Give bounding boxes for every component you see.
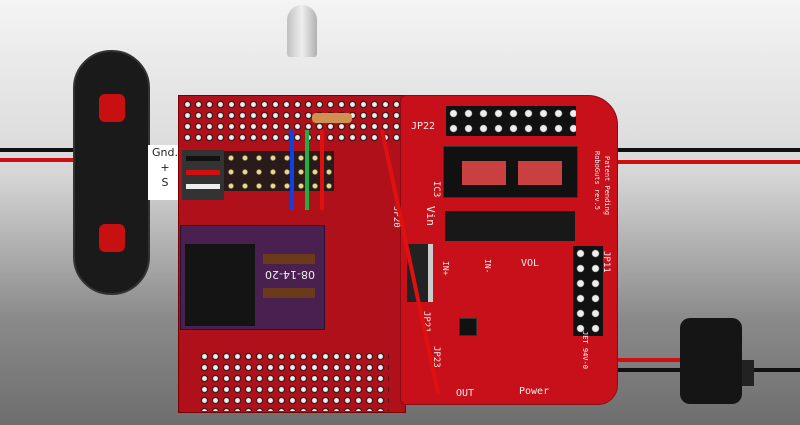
ic3-label: IC3 bbox=[431, 181, 441, 198]
resistor-top bbox=[263, 254, 315, 264]
ic-socket bbox=[443, 146, 578, 198]
audio-jack[interactable] bbox=[185, 244, 255, 326]
connector-3pin[interactable] bbox=[182, 150, 224, 200]
switch-label-panel: Gnd. + S bbox=[148, 145, 182, 200]
wire-red bbox=[320, 130, 324, 210]
amp-chip bbox=[459, 318, 477, 336]
jp22-label: JP22 bbox=[411, 121, 436, 132]
plus-label: + bbox=[160, 161, 170, 174]
vol-label: VOL bbox=[521, 258, 540, 269]
power-switch[interactable] bbox=[680, 318, 742, 404]
jumper-row[interactable] bbox=[445, 211, 575, 241]
cable-left-black bbox=[0, 148, 80, 152]
in-minus-label: IN- bbox=[483, 259, 492, 274]
brand-label: RoboGuts rev.5 bbox=[593, 151, 601, 211]
resistor bbox=[312, 113, 352, 123]
chip-label: 08-14-20 bbox=[265, 268, 315, 281]
slide-switch[interactable] bbox=[73, 50, 150, 295]
jp20-label: JP20 bbox=[391, 206, 401, 228]
wire-blue bbox=[290, 130, 294, 210]
in-plus-label: IN+ bbox=[441, 261, 450, 276]
shield-board: JP22 IC3 Vin JP20 JP21 JP23 JP11 IN+ IN-… bbox=[391, 95, 618, 405]
cert-label: JET 94V-0 bbox=[581, 331, 589, 369]
gnd-label: Gnd. bbox=[152, 146, 178, 159]
power-switch-toggle[interactable] bbox=[742, 360, 754, 386]
voltage-regulator bbox=[407, 244, 433, 302]
yellow-pad-grid bbox=[224, 151, 334, 191]
switch-button-bottom[interactable] bbox=[99, 224, 125, 252]
cable-right-low-red bbox=[580, 358, 700, 362]
cable-right-red bbox=[580, 160, 800, 164]
rgb-led bbox=[287, 5, 317, 57]
vin-label: Vin bbox=[424, 206, 437, 226]
purple-module: 08-14-20 bbox=[180, 225, 325, 330]
patent-label: Patent Pending bbox=[603, 156, 611, 216]
jp11-header bbox=[573, 246, 603, 336]
jp11-label: JP11 bbox=[601, 251, 611, 273]
resistor-bottom bbox=[263, 288, 315, 298]
cable-left-red bbox=[0, 158, 80, 162]
switch-button-top[interactable] bbox=[99, 94, 125, 122]
jp23-label: JP23 bbox=[431, 346, 441, 368]
jp21-label: JP21 bbox=[421, 311, 431, 333]
out-label: OUT bbox=[456, 388, 475, 399]
wire-green bbox=[305, 130, 309, 210]
power-label: Power bbox=[519, 386, 550, 397]
top-header bbox=[446, 106, 576, 136]
cable-right-black bbox=[580, 148, 800, 152]
bottom-header-rows bbox=[199, 351, 389, 411]
signal-label: S bbox=[161, 176, 169, 189]
